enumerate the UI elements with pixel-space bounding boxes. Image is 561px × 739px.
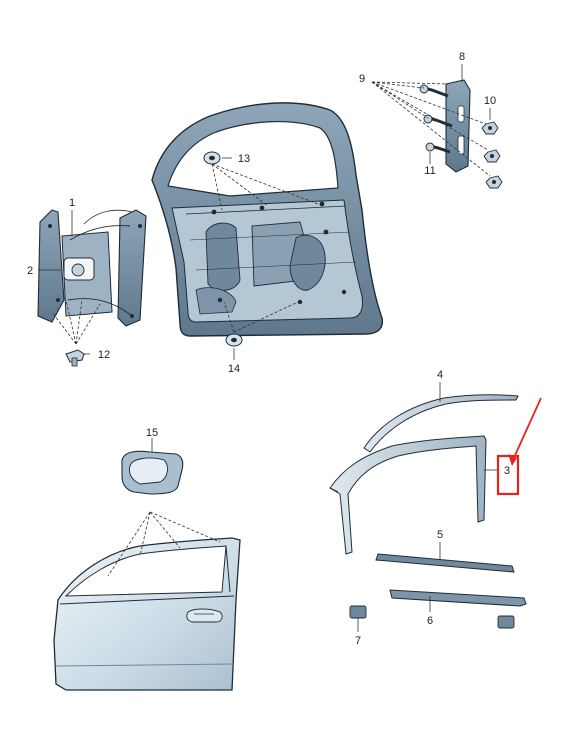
callout-2: 2 xyxy=(27,265,33,277)
window-regulator xyxy=(37,209,147,327)
bolts-9-11 xyxy=(419,84,453,154)
highlight-arrow-head xyxy=(508,454,517,466)
callout-9: 9 xyxy=(359,73,365,85)
end-caps-7 xyxy=(349,605,515,629)
callout-13: 13 xyxy=(238,153,250,165)
callout-11: 11 xyxy=(424,165,435,177)
trim-strip-5 xyxy=(375,553,515,573)
nuts-10 xyxy=(481,121,503,189)
highlight-annotation xyxy=(496,397,542,496)
highlight-box xyxy=(496,454,520,496)
trim-strip-6 xyxy=(389,589,527,607)
callout-4: 4 xyxy=(437,369,443,381)
callout-14: 14 xyxy=(228,363,240,375)
callout-15: 15 xyxy=(146,427,158,439)
outer-door-panel xyxy=(53,537,241,691)
bolt-12 xyxy=(65,349,85,367)
window-seal-4 xyxy=(363,394,519,453)
washer-14 xyxy=(225,333,243,347)
callout-1: 1 xyxy=(69,197,75,209)
callout-6: 6 xyxy=(427,615,433,627)
door-shell xyxy=(151,102,384,337)
callout-8: 8 xyxy=(459,51,465,63)
callout-3: 3 xyxy=(504,465,510,477)
callout-7: 7 xyxy=(355,635,361,647)
callout-10: 10 xyxy=(484,95,496,107)
handle-cover-15 xyxy=(121,450,184,495)
highlight-arrow-line xyxy=(511,397,542,463)
callout-5: 5 xyxy=(437,529,443,541)
leader-lines xyxy=(38,64,498,632)
hinge-plate-8 xyxy=(445,79,471,173)
washer-13 xyxy=(203,151,221,165)
door-seal-3 xyxy=(329,435,487,555)
callout-12: 12 xyxy=(98,349,110,361)
callout-labels: 1 2 3 4 5 6 7 8 9 10 11 12 13 14 15 xyxy=(27,51,510,647)
